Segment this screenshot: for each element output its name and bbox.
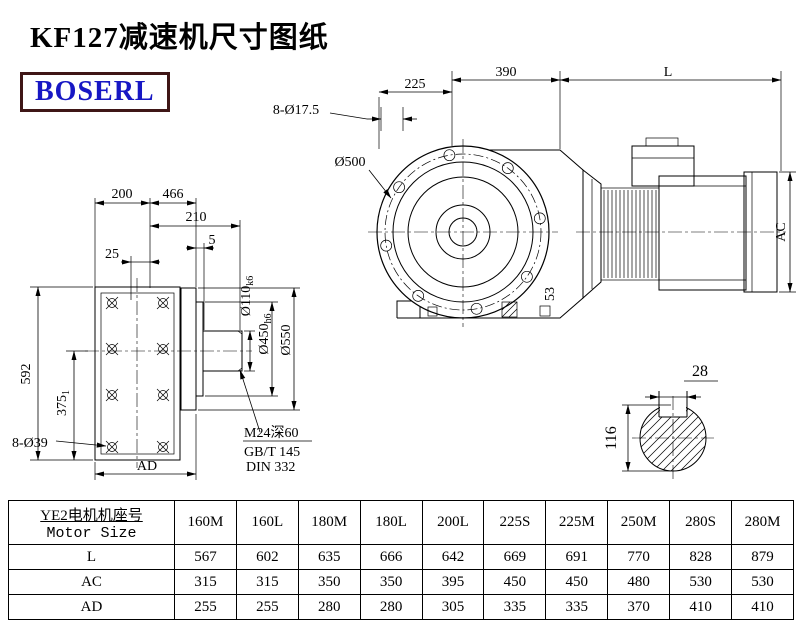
dim-L: L — [664, 65, 673, 80]
table-cell: 666 — [359, 544, 423, 570]
dim-450h6: Ø450h6 — [257, 313, 274, 354]
dim-116: 116 — [603, 426, 620, 449]
terminal-box — [631, 145, 695, 187]
table-cell: 410 — [669, 594, 733, 620]
note-din332: DIN 332 — [246, 460, 295, 475]
front-view — [368, 139, 584, 327]
row-label-L: L — [8, 544, 175, 570]
table-cell: 879 — [731, 544, 794, 570]
row-label-AD: AD — [8, 594, 175, 620]
dim-110k6: Ø110k6 — [239, 276, 256, 317]
size-col-200L: 200L — [421, 500, 485, 545]
size-col-180L: 180L — [359, 500, 423, 545]
table-cell: 305 — [421, 594, 485, 620]
dim-bolt-holes: 8-Ø17.5 — [273, 103, 319, 118]
dim-210: 210 — [186, 210, 207, 225]
table-cell: 370 — [607, 594, 671, 620]
dim-28: 28 — [692, 363, 708, 380]
dimension-drawing: 225 390 L 8-Ø17.5 Ø500 53 AC 200 466 210 — [12, 65, 796, 481]
size-col-225S: 225S — [483, 500, 547, 545]
brand-logo-text: BOSERL — [35, 76, 155, 107]
table-row-AD: AD 255 255 280 280 305 335 335 370 410 4… — [8, 594, 794, 620]
dim-AC: AC — [774, 222, 789, 241]
dim-592: 592 — [19, 364, 34, 385]
table-cell: 255 — [235, 594, 299, 620]
dim-25: 25 — [105, 247, 119, 262]
dim-225: 225 — [405, 77, 426, 92]
table-cell: 530 — [669, 569, 733, 595]
dim-8-39: 8-Ø39 — [12, 436, 48, 451]
brand-logo-box: BOSERL — [20, 72, 170, 112]
dim-5: 5 — [209, 233, 216, 248]
table-cell: 280 — [297, 594, 361, 620]
table-cell: 642 — [421, 544, 485, 570]
size-col-280S: 280S — [669, 500, 733, 545]
table-cell: 450 — [483, 569, 547, 595]
motor-body — [658, 175, 747, 291]
table-cell: 350 — [359, 569, 423, 595]
table-cell: 602 — [235, 544, 299, 570]
dimension-layer: 225 390 L 8-Ø17.5 Ø500 53 AC 200 466 210 — [12, 65, 796, 480]
dim-200: 200 — [112, 187, 133, 202]
shaft-section-view — [632, 396, 714, 481]
size-col-250M: 250M — [607, 500, 671, 545]
note-gbt145: GB/T 145 — [244, 445, 300, 460]
table-row-AC: AC 315 315 350 350 395 450 450 480 530 5… — [8, 569, 794, 595]
motor — [576, 137, 786, 300]
table-cell: 395 — [421, 569, 485, 595]
note-m24: M24深60 — [244, 425, 298, 441]
motor-fins — [603, 190, 657, 278]
table-row-L: L 567 602 635 666 642 669 691 770 828 87… — [8, 544, 794, 570]
motor-size-header-cell: YE2电机机座号 Motor Size — [8, 500, 175, 545]
table-cell: 691 — [545, 544, 609, 570]
table-header-row: YE2电机机座号 Motor Size 160M 160L 180M 180L … — [8, 500, 794, 545]
table-cell: 828 — [669, 544, 733, 570]
table-cell: 315 — [174, 569, 237, 595]
dim-375: 3751 — [55, 390, 72, 416]
output-flange-edge — [180, 287, 197, 411]
mounting-holes — [105, 296, 170, 454]
side-view — [85, 278, 252, 468]
page-title: KF127减速机尺寸图纸 — [30, 22, 329, 54]
table-cell: 567 — [174, 544, 237, 570]
table-cell: 669 — [483, 544, 547, 570]
motor-size-label-en: Motor Size — [46, 524, 137, 542]
flange-bolt-holes — [380, 149, 546, 315]
dim-466: 466 — [163, 187, 184, 202]
dim-500: Ø500 — [334, 155, 365, 170]
table-cell: 350 — [297, 569, 361, 595]
table-cell: 770 — [607, 544, 671, 570]
size-col-280M: 280M — [731, 500, 794, 545]
table-cell: 315 — [235, 569, 299, 595]
table-cell: 480 — [607, 569, 671, 595]
dim-390: 390 — [496, 65, 517, 80]
dim-550: Ø550 — [279, 324, 294, 355]
table-cell: 255 — [174, 594, 237, 620]
table-cell: 635 — [297, 544, 361, 570]
size-col-225M: 225M — [545, 500, 609, 545]
row-label-AC: AC — [8, 569, 175, 595]
size-col-160M: 160M — [174, 500, 237, 545]
motor-size-table: YE2电机机座号 Motor Size 160M 160L 180M 180L … — [8, 500, 794, 620]
housing — [94, 286, 181, 461]
dim-AD: AD — [137, 459, 157, 474]
table-cell: 335 — [545, 594, 609, 620]
table-cell: 450 — [545, 569, 609, 595]
motor-size-label-cn: YE2电机机座号 — [40, 507, 143, 524]
table-cell: 280 — [359, 594, 423, 620]
table-cell: 530 — [731, 569, 794, 595]
table-cell: 335 — [483, 594, 547, 620]
table-cell: 410 — [731, 594, 794, 620]
dim-53: 53 — [543, 287, 558, 301]
sight-glass-hatch — [501, 301, 518, 318]
size-col-160L: 160L — [235, 500, 299, 545]
size-col-180M: 180M — [297, 500, 361, 545]
